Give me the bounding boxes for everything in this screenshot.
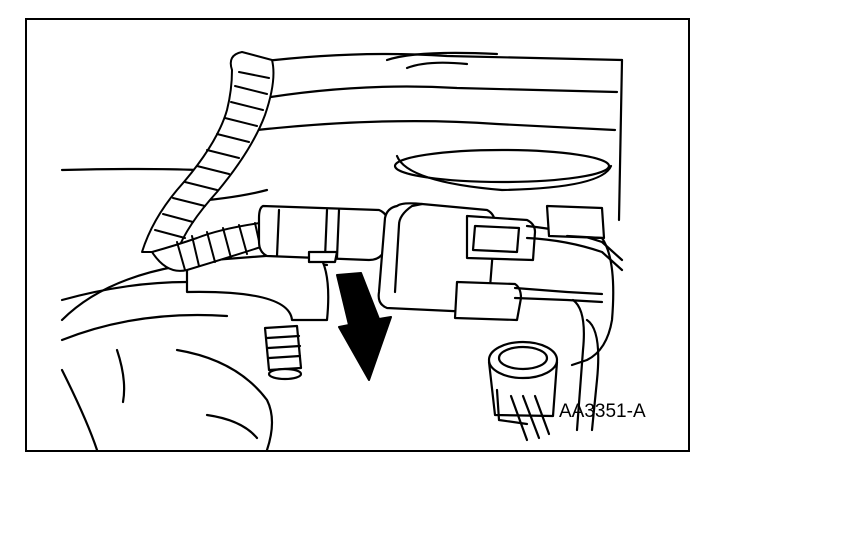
- wiring-harness: [141, 51, 275, 272]
- figure-frame: AA3351-A: [25, 18, 690, 452]
- oval-cap: [393, 148, 611, 184]
- electrical-connector: [257, 202, 537, 322]
- arrow-icon: [336, 272, 392, 381]
- sensor-bracket: [545, 204, 615, 432]
- mounting-bolt: [263, 324, 303, 381]
- port-fitting: [487, 340, 559, 442]
- mounting-bracket: [60, 250, 330, 322]
- figure-id-label: AA3351-A: [559, 401, 646, 422]
- engine-illustration: [60, 51, 624, 450]
